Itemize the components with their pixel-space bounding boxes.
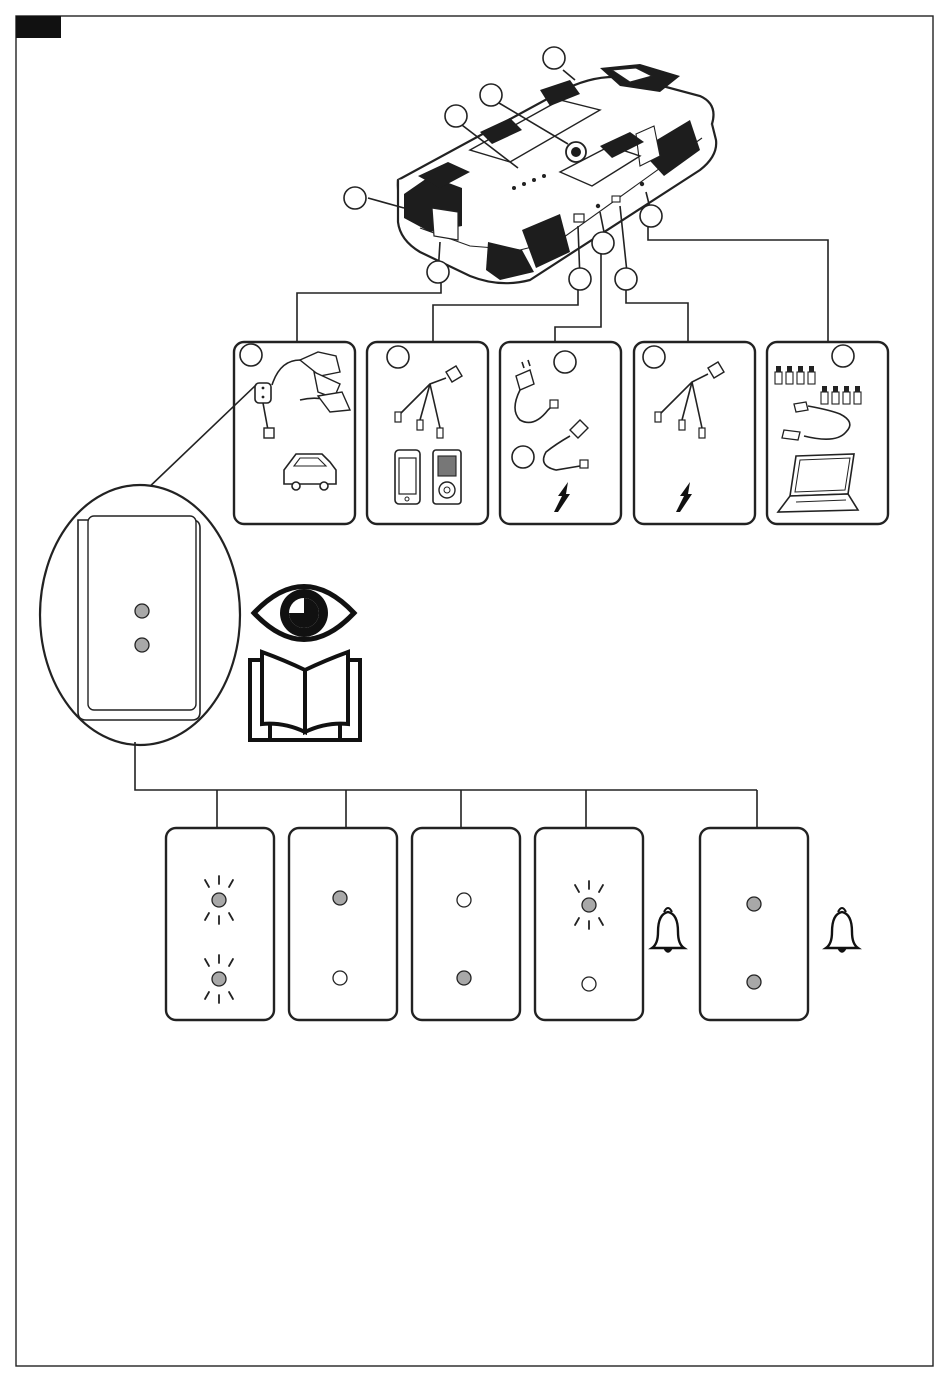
- status-panel-2: [289, 828, 397, 1020]
- status-led-top: [582, 898, 596, 912]
- device-callout-2: [480, 84, 502, 106]
- status-panel-5: [700, 828, 808, 1020]
- device-callout-3: [445, 105, 467, 127]
- panel-4-callout: [643, 346, 665, 368]
- eye-icon: [254, 587, 354, 640]
- accessory-panel-usb-charge: [634, 342, 755, 524]
- status-led-top: [212, 893, 226, 907]
- device-callout-7: [615, 268, 637, 290]
- panel-3-callout: [554, 351, 576, 373]
- status-led-top: [333, 891, 347, 905]
- status-led-top: [457, 893, 471, 907]
- corner-tab: [16, 16, 61, 38]
- status-led-bottom: [333, 971, 347, 985]
- panel-2-callout: [387, 346, 409, 368]
- device-callout-9: [427, 261, 449, 283]
- manual-book-icon: [250, 652, 360, 740]
- device-callout-5: [640, 205, 662, 227]
- status-led-bottom: [747, 975, 761, 989]
- zoom-led-top: [135, 604, 149, 618]
- panel-1-callout: [240, 344, 262, 366]
- device-callout-6: [592, 232, 614, 254]
- jump-starter-device: [398, 64, 716, 283]
- status-panel-1: [166, 828, 274, 1020]
- device-callout-1: [543, 47, 565, 69]
- status-led-bottom: [582, 977, 596, 991]
- panel-3-secondary-callout: [512, 446, 534, 468]
- status-panel-3: [412, 828, 520, 1020]
- alarm-bell-icon: [826, 908, 858, 952]
- alarm-bell-icon: [652, 908, 684, 952]
- accessory-panel-clamps: [234, 342, 355, 524]
- media-player-icon: [433, 450, 461, 504]
- device-callout-4: [344, 187, 366, 209]
- accessory-panel-laptop: [767, 342, 888, 524]
- accessory-panel-chargers: [500, 342, 621, 524]
- status-panel-4: [535, 828, 643, 1020]
- smartphone-icon: [395, 450, 420, 504]
- accessory-panel-usb-devices: [367, 342, 488, 524]
- zoom-led-bottom: [135, 638, 149, 652]
- device-callout-8: [569, 268, 591, 290]
- status-led-top: [747, 897, 761, 911]
- panel-5-callout: [832, 345, 854, 367]
- status-led-bottom: [457, 971, 471, 985]
- status-led-bottom: [212, 972, 226, 986]
- car-icon: [284, 454, 336, 490]
